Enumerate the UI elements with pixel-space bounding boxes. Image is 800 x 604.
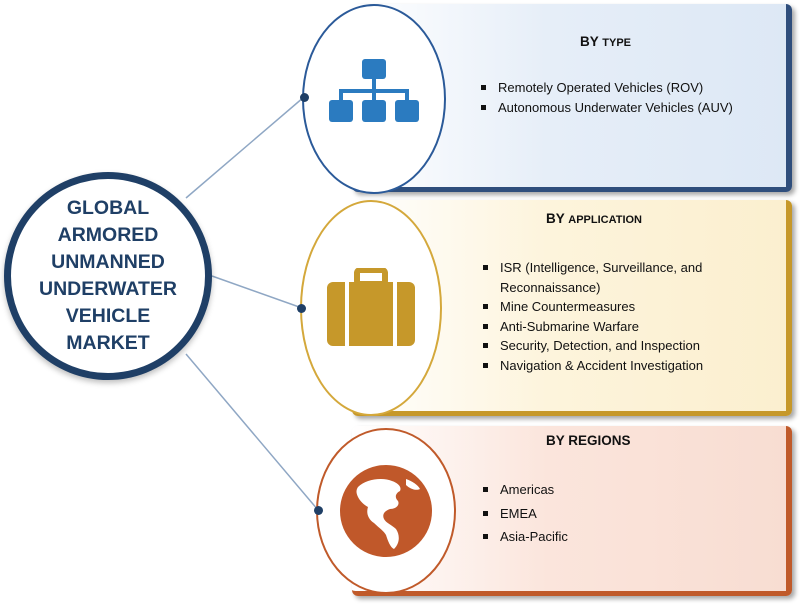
list-item: Navigation & Accident Investigation xyxy=(480,356,720,376)
bullet-icon xyxy=(483,304,488,309)
list-item: EMEA xyxy=(480,504,720,524)
list-item: Remotely Operated Vehicles (ROV) xyxy=(478,78,738,98)
segment-heading-regions: BY REGIONS xyxy=(546,433,631,448)
globe-americas-icon xyxy=(340,465,432,557)
connector-line-type xyxy=(185,96,305,199)
list-item: Americas xyxy=(480,480,720,500)
org-chart-icon xyxy=(329,59,419,122)
segment-list-type: Remotely Operated Vehicles (ROV) Autonom… xyxy=(478,78,738,117)
bullet-icon xyxy=(483,343,488,348)
connector-dot-type xyxy=(300,93,309,102)
connector-dot-regions xyxy=(314,506,323,515)
segment-list-regions: Americas EMEA Asia-Pacific xyxy=(480,480,720,551)
icon-circle-application xyxy=(300,200,442,416)
list-item: Security, Detection, and Inspection xyxy=(480,336,720,356)
list-item: Anti-Submarine Warfare xyxy=(480,317,720,337)
bullet-icon xyxy=(481,85,486,90)
hub-title: GLOBAL ARMORED UNMANNED UNDERWATER VEHIC… xyxy=(39,197,177,354)
list-item: ISR (Intelligence, Surveillance, and Rec… xyxy=(480,258,720,297)
bullet-icon xyxy=(483,323,488,329)
list-item: Mine Countermeasures xyxy=(480,297,720,317)
connector-dot-application xyxy=(297,304,306,313)
connector-line-application xyxy=(211,275,303,309)
icon-circle-type xyxy=(302,4,446,194)
segment-heading-application: BY APPLICATION xyxy=(546,211,643,226)
bullet-icon xyxy=(483,510,488,516)
briefcase-icon xyxy=(327,268,415,346)
bullet-icon xyxy=(483,534,488,539)
bullet-icon xyxy=(483,487,488,492)
connector-line-regions xyxy=(185,353,319,511)
list-item: Asia-Pacific xyxy=(480,527,720,547)
bullet-icon xyxy=(481,104,486,110)
segment-heading-type: BY TYPE xyxy=(580,34,631,49)
bullet-icon xyxy=(483,265,488,270)
icon-circle-regions xyxy=(316,428,456,594)
list-item: Autonomous Underwater Vehicles (AUV) xyxy=(478,98,738,118)
market-hub-circle: GLOBAL ARMORED UNMANNED UNDERWATER VEHIC… xyxy=(4,172,212,380)
bullet-icon xyxy=(483,362,488,368)
segment-list-application: ISR (Intelligence, Surveillance, and Rec… xyxy=(480,258,720,375)
